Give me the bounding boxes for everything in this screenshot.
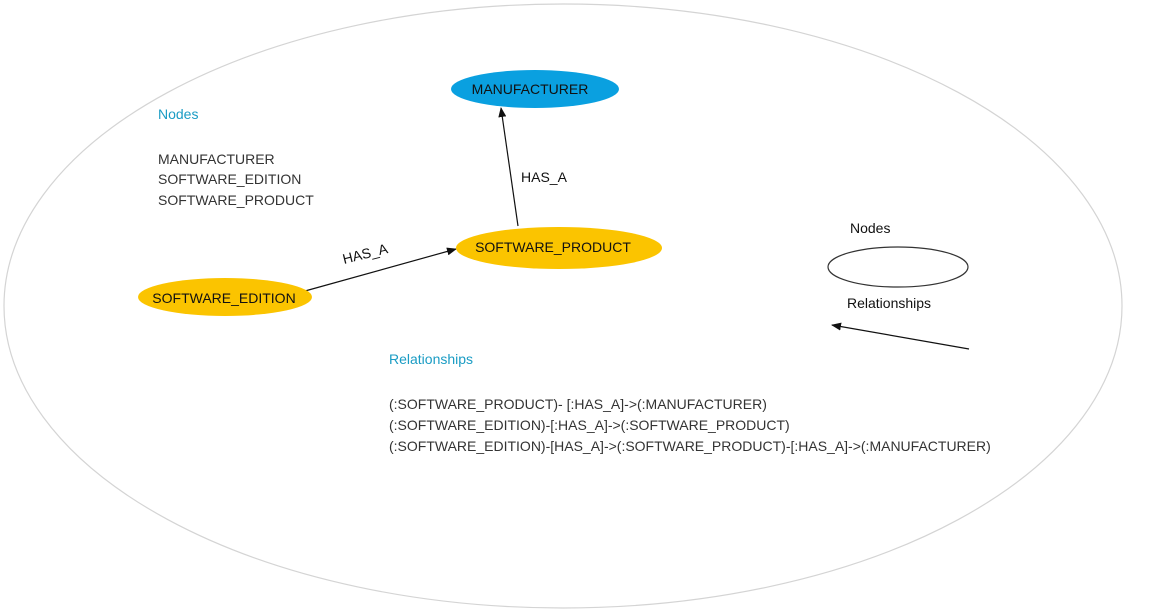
node-software-product-label: SOFTWARE_PRODUCT	[475, 239, 631, 255]
nodes-panel-item: MANUFACTURER	[158, 151, 275, 167]
node-software-edition-shape	[138, 278, 312, 316]
edge-label-edition-to-product: HAS_A	[341, 240, 390, 267]
node-software-product-shape	[456, 227, 662, 269]
relationships-panel-item: (:SOFTWARE_EDITION)-[HAS_A]->(:SOFTWARE_…	[389, 438, 991, 454]
node-manufacturer-label: MANUFACTURER	[472, 81, 589, 97]
legend-relationships-label: Relationships	[847, 295, 931, 311]
outer-boundary-ellipse	[3, 3, 1123, 609]
node-software-edition[interactable]: SOFTWARE_EDITION	[138, 278, 312, 316]
edge-edition-to-product	[304, 247, 457, 292]
node-software-edition-label: SOFTWARE_EDITION	[152, 290, 295, 306]
legend-node-shape	[827, 246, 969, 288]
relationships-panel-item: (:SOFTWARE_EDITION)-[:HAS_A]->(:SOFTWARE…	[389, 417, 790, 433]
nodes-panel-title: Nodes	[158, 106, 198, 122]
legend-nodes-label: Nodes	[850, 220, 890, 236]
relationships-panel-title: Relationships	[389, 351, 473, 367]
legend-relationship-arrow	[831, 322, 970, 350]
node-manufacturer-shape	[451, 70, 619, 108]
node-software-product[interactable]: SOFTWARE_PRODUCT	[456, 227, 662, 269]
edge-label-product-to-manufacturer: HAS_A	[521, 169, 568, 185]
relationships-panel-item: (:SOFTWARE_PRODUCT)- [:HAS_A]->(:MANUFAC…	[389, 396, 767, 412]
nodes-panel-item: SOFTWARE_EDITION	[158, 171, 301, 187]
node-manufacturer[interactable]: MANUFACTURER	[451, 70, 619, 108]
edge-product-to-manufacturer	[498, 107, 519, 227]
nodes-panel-item: SOFTWARE_PRODUCT	[158, 192, 314, 208]
